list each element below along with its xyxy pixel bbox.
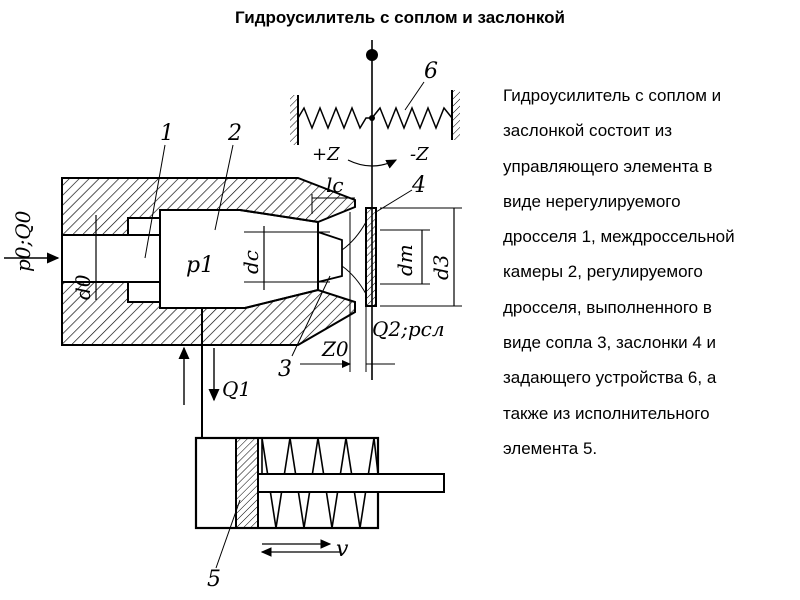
description-line: виде нерегулируемого — [503, 191, 681, 211]
description-line: Гидроусилитель с соплом и — [503, 86, 722, 105]
description-line: виде сопла 3, заслонки 4 и — [503, 333, 717, 353]
chamber-pressure-label: p1 — [186, 253, 214, 278]
flapper-face-diameter-label: dт — [393, 244, 417, 276]
part-label-5: 5 — [207, 567, 221, 592]
flow-q1-label: Q1 — [222, 377, 251, 401]
part-label-1: 1 — [160, 121, 174, 146]
actuator-cylinder — [194, 436, 445, 530]
description-line: управляющего элемента в — [503, 156, 713, 176]
description-text: Гидроусилитель с соплом и заслонкой сост… — [503, 78, 793, 466]
nozzle-body — [61, 177, 356, 346]
part-label-3: 3 — [278, 357, 292, 382]
velocity-label: v — [336, 537, 349, 562]
nozzle-diameter-label: dc — [239, 250, 263, 274]
description-line: дросселя, выполненного в — [503, 297, 712, 317]
part-label-2: 2 — [227, 121, 242, 146]
setting-device-springs — [290, 90, 460, 145]
slide-title: Гидроусилитель с соплом и заслонкой — [235, 8, 565, 27]
part-label-4: 4 — [411, 173, 426, 198]
description-line: заслонкой состоит из — [503, 121, 672, 141]
description-line: также из исполнительного — [503, 403, 710, 423]
outlet-flow-pressure-label: Q2;pсл — [372, 317, 445, 341]
flapper-outer-diameter-label: d3 — [429, 254, 453, 280]
displacement-plus-label: +Z — [312, 144, 340, 165]
part-label-6: 6 — [424, 59, 438, 84]
orifice-diameter-label: d0 — [71, 274, 95, 300]
nozzle-flapper-diagram: d0 p0;Q0 p1 dc lc dт d3 Z0 Q2;pсл +Z - — [4, 40, 462, 592]
description-line: камеры 2, регулируемого — [503, 262, 703, 282]
gap-label: Z0 — [321, 337, 349, 361]
flapper — [365, 207, 377, 307]
flapper-pivot — [366, 49, 378, 61]
nozzle-length-label: lc — [326, 173, 344, 197]
displacement-minus-label: -Z — [410, 144, 429, 165]
description-line: элемента 5. — [503, 438, 598, 458]
inlet-pressure-flow-label: p0;Q0 — [11, 210, 35, 272]
description-line: дросселя 1, междроссельной — [503, 227, 735, 247]
description-line: задающего устройства 6, а — [503, 368, 717, 388]
